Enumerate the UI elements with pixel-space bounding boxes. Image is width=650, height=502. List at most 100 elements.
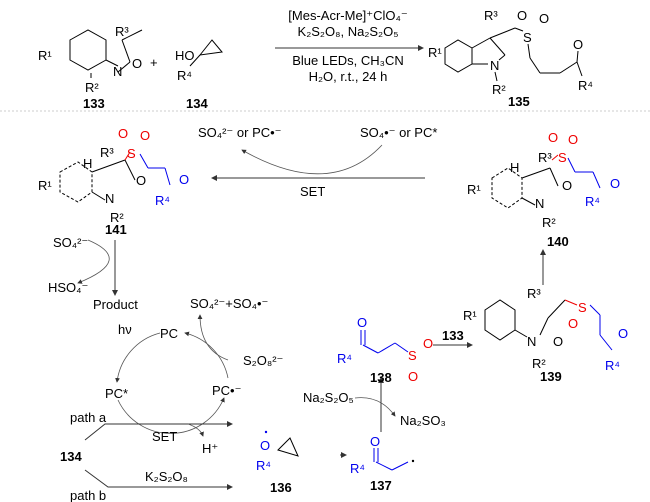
condition-oxidants: K₂S₂O₈, Na₂S₂O₅: [298, 24, 399, 39]
pc-label: PC: [160, 326, 178, 341]
set-curved-arrow: [241, 144, 383, 175]
intermediate-136: O R⁴ 136: [256, 430, 299, 495]
o-label: O: [370, 434, 380, 449]
r2-label: R²: [492, 82, 506, 97]
r4-label: R⁴: [177, 68, 192, 83]
o-radical-label: O: [260, 438, 270, 453]
o-label: O: [357, 315, 367, 330]
o-label: O: [568, 316, 578, 331]
s-label: S: [127, 146, 136, 161]
path-b-arrow: [84, 469, 233, 490]
compound-label-134: 134: [186, 96, 208, 111]
o-label: O: [539, 11, 549, 26]
proton-label: H⁺: [202, 441, 218, 456]
product-label: Product: [93, 297, 138, 312]
sulfate-products-label: SO₄²⁻+SO₄•⁻: [190, 296, 268, 311]
compound-133: R¹ N O R³ R² 133: [38, 24, 143, 111]
o-label: O: [573, 37, 583, 52]
cycle-arrow-oxidation: [184, 331, 229, 379]
o-label: O: [408, 369, 418, 384]
r2-label: R²: [85, 80, 99, 95]
o-label: O: [423, 336, 433, 351]
k2s2o8-label: K₂S₂O₈: [145, 469, 188, 484]
r2-label: R²: [542, 215, 556, 230]
s-radical-label: S: [408, 348, 417, 363]
compound-label-135: 135: [508, 94, 530, 109]
intermediate-139: R¹ N O R² R³ S O O R⁴ 139: [463, 286, 628, 384]
r1-label: R¹: [463, 308, 477, 323]
compound-135: R¹ N R² R³ S O O O R⁴ 135: [428, 8, 593, 109]
pc-star-label: PC*: [105, 386, 128, 401]
sulfite-curved-arrow: [354, 397, 396, 417]
n-label: N: [535, 196, 544, 211]
o-label: O: [179, 172, 189, 187]
r4-label: R⁴: [256, 458, 271, 473]
compound-label-140: 140: [547, 234, 569, 249]
o-label: O: [548, 130, 558, 145]
deprotonation-curved-arrow: [77, 239, 110, 284]
r4-label: R⁴: [605, 358, 620, 373]
reaction-conditions: [Mes-Acr-Me]⁺ClO₄⁻ K₂S₂O₈, Na₂S₂O₅ Blue …: [275, 8, 424, 84]
persulfate-curved-arrow: [197, 314, 229, 361]
intermediate-140: R¹ H R³ S O O O N R² O R⁴ 140: [467, 130, 620, 249]
set-oxidant: SO₄•⁻ or PC*: [360, 125, 437, 140]
r3-label: R³: [484, 8, 498, 23]
compound-label-141: 141: [105, 222, 127, 237]
na2s2o5-label: Na₂S₂O₅: [303, 390, 354, 405]
o-label: O: [140, 128, 150, 143]
r4-label: R⁴: [155, 193, 170, 208]
hv-label: hν: [118, 322, 132, 337]
intermediate-141: R¹ H R³ S O O O N R² O R⁴ 141: [38, 126, 189, 237]
photocatalytic-cycle: PC hν PC* PC•⁻ S₂O₈²⁻ SO₄²⁻+SO₄•⁻: [105, 296, 283, 434]
o-label: O: [136, 173, 146, 188]
condition-temp-time: H₂O, r.t., 24 h: [309, 69, 388, 84]
o-label: O: [568, 132, 578, 147]
r1-label: R¹: [428, 45, 442, 60]
cycle-arrow-set: [117, 397, 225, 434]
r3-label: R³: [527, 286, 541, 301]
n-label: N: [113, 64, 122, 79]
na2so3-label: Na₂SO₃: [400, 413, 446, 428]
intermediate-138: O R⁴ S O O 138: [337, 315, 433, 385]
h-label: H: [83, 156, 92, 171]
r4-label: R⁴: [585, 194, 600, 209]
r1-label: R¹: [38, 178, 52, 193]
path-a-arrow: [84, 421, 233, 441]
h-label: H: [510, 160, 519, 175]
o-label: O: [553, 334, 563, 349]
r4-label: R⁴: [350, 461, 365, 476]
s-label: S: [558, 150, 567, 165]
pc-radical-anion-label: PC•⁻: [212, 383, 241, 398]
o-label: O: [562, 178, 572, 193]
s-label: S: [578, 300, 587, 315]
r4-label: R⁴: [337, 351, 352, 366]
o-label: O: [132, 56, 142, 71]
compound-label-136: 136: [270, 480, 292, 495]
set-label: SET: [300, 184, 325, 199]
compound-label-138: 138: [370, 370, 392, 385]
r1-label: R¹: [38, 48, 52, 63]
r1-label: R¹: [467, 182, 481, 197]
r3-label: R³: [115, 24, 129, 39]
r4-label: R⁴: [578, 78, 593, 93]
bisulfate-out: HSO₄⁻: [48, 280, 88, 295]
persulfate-label: S₂O₈²⁻: [243, 353, 283, 368]
o-label: O: [610, 176, 620, 191]
r2-label: R²: [532, 356, 546, 371]
condition-catalyst: [Mes-Acr-Me]⁺ClO₄⁻: [288, 8, 407, 23]
cycle-arrow-excitation: [115, 332, 161, 383]
ho-label: HO: [175, 48, 195, 63]
set-path-label: SET: [152, 429, 177, 444]
compound-label-139: 139: [540, 369, 562, 384]
path-b-label: path b: [70, 488, 106, 502]
r3-label: R³: [538, 150, 552, 165]
o-label: O: [118, 126, 128, 141]
compound-label-137: 137: [370, 478, 392, 493]
n-label: N: [490, 58, 499, 73]
set-byproduct: SO₄²⁻ or PC•⁻: [198, 125, 282, 140]
compound-134: HO R⁴ 134: [175, 39, 223, 111]
condition-light-solvent: Blue LEDs, CH₃CN: [292, 53, 404, 68]
compound-label-133: 133: [83, 96, 105, 111]
r3-label: R³: [100, 145, 114, 160]
